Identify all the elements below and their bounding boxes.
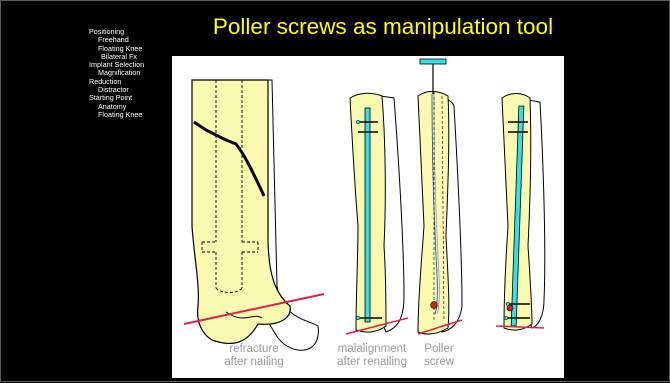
reamer-handle-3 — [420, 59, 446, 64]
poller-screw-3 — [431, 302, 438, 309]
panel-refracture — [184, 80, 324, 350]
outline-item-floating-knee-2[interactable]: Floating Knee — [88, 111, 174, 119]
caption-poller-l1: Poller — [424, 343, 454, 355]
panel-poller — [418, 59, 462, 334]
alignment-line-4 — [496, 326, 544, 328]
slide-title: Poller screws as manipulation tool — [188, 14, 578, 40]
caption-malalignment-l2: after renailing — [337, 356, 407, 368]
screw-head-4b — [504, 316, 508, 320]
panel-malalignment — [346, 93, 408, 334]
caption-malalignment-l1: malalignment — [338, 343, 407, 355]
figure-panel: refracture after nailing malalignment af… — [172, 56, 564, 378]
screw-head-2c — [356, 316, 360, 320]
tibia-illustration: refracture after nailing malalignment af… — [172, 56, 564, 378]
panel-corrected — [496, 94, 545, 331]
outline-sidebar: Positioning Freehand Floating Knee Bilat… — [88, 28, 174, 119]
caption-refracture-l2: after nailing — [224, 356, 283, 368]
poller-screw-4 — [507, 305, 513, 311]
tibia-bone-3 — [418, 92, 449, 335]
caption-refracture-l1: refracture — [229, 343, 278, 355]
caption-poller-l2: screw — [424, 356, 455, 368]
screw-head-2a — [356, 120, 360, 124]
nail-2 — [365, 108, 370, 322]
